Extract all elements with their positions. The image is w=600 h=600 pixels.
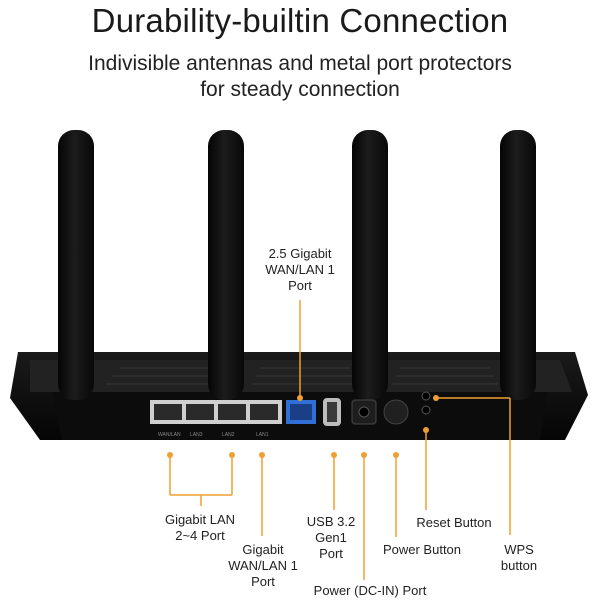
callout-usb: USB 3.2 Gen1 Port (306, 514, 356, 561)
gigabit-ports (150, 400, 282, 424)
svg-text:LAN3: LAN3 (190, 432, 203, 438)
reset-button-hole (421, 405, 431, 415)
wps-button-hole (421, 391, 431, 401)
callout-reset-button: Reset Button (416, 515, 492, 530)
svg-text:WAN/LAN: WAN/LAN (158, 432, 181, 438)
callout-gigabit-lan: Gigabit LAN 2~4 Port (164, 512, 236, 543)
callout-power-dc-in: Power (DC-IN) Port (313, 583, 427, 598)
callout-power-button: Power Button (382, 542, 462, 557)
headline: Durability-builtin Connection (91, 2, 509, 39)
callout-gigabit-wan-lan: Gigabit WAN/LAN 1 Port (228, 542, 298, 589)
subheadline-line-1: Indivisible antennas and metal port prot… (88, 52, 512, 75)
callout-2-5g-wan-lan: 2.5 Gigabit WAN/LAN 1 Port (265, 246, 335, 293)
power-button-knob (383, 399, 409, 425)
antennas (58, 130, 536, 400)
callout-wps-button: WPS button (500, 542, 538, 573)
svg-text:LAN1: LAN1 (256, 432, 269, 438)
subheadline-line-2: for steady connection (200, 78, 400, 101)
wan-2-5g-port (286, 400, 316, 424)
callout-lines (169, 300, 511, 580)
svg-text:LAN2: LAN2 (222, 432, 235, 438)
